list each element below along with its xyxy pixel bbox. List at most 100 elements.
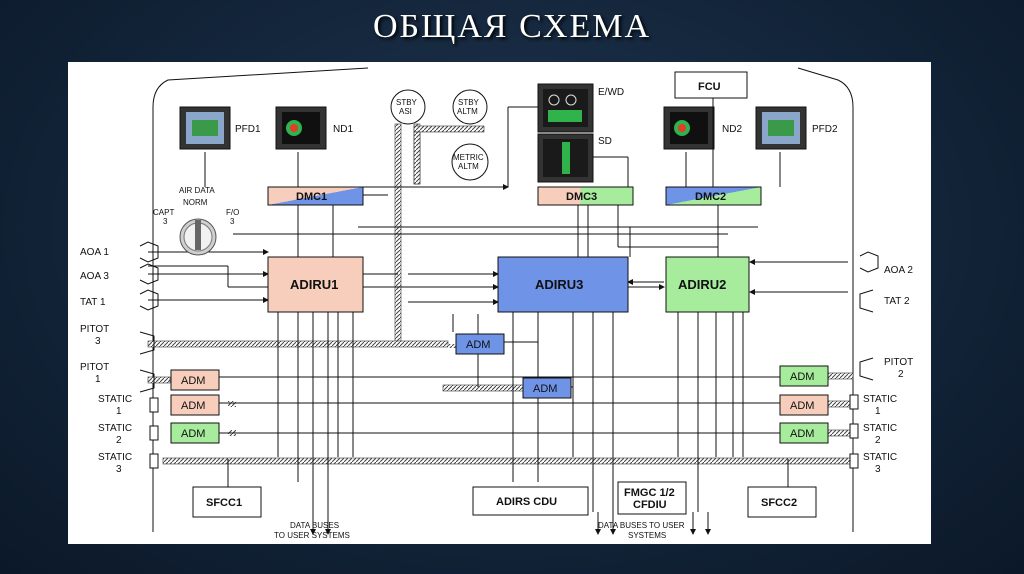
adm-static2-left: ADM	[170, 422, 220, 444]
adm-static2-left-label: ADM	[181, 428, 205, 440]
adm-static1-right: ADM	[779, 394, 829, 416]
diagram-panel: PFD1 ND1 ND2 PFD2 E/WD SD FCU	[68, 62, 931, 544]
tat1-label: TAT 1	[80, 297, 106, 308]
dmc2-box: DMC2	[665, 186, 762, 206]
stby-asi-label-1: STBY	[396, 98, 418, 107]
left-probes	[139, 241, 159, 469]
capt-label: CAPT	[153, 208, 174, 217]
static2-right-label-1: STATIC	[863, 423, 897, 434]
adm-center-2-label: ADM	[533, 383, 557, 395]
sd-display: SD	[537, 133, 612, 183]
pitot3-label-2: 3	[95, 336, 101, 347]
adm-center-1-label: ADM	[466, 339, 490, 351]
aircraft-outline-right	[797, 67, 854, 532]
fmgc-cfdiu-box: FMGC 1/2 CFDIU	[617, 481, 687, 515]
adiru2-box: ADIRU2	[665, 256, 750, 313]
data-buses-right-1: DATA BUSES TO USER	[598, 521, 685, 530]
air-data-label: AIR DATA	[179, 186, 215, 195]
adiru1-label: ADIRU1	[290, 277, 338, 292]
static1-right-label-2: 1	[875, 406, 881, 417]
pfd2-display: PFD2	[755, 106, 838, 150]
aoa3-label: AOA 3	[80, 271, 109, 282]
pitot2-label-1: PITOT	[884, 357, 913, 368]
dmc1-box: DMC1	[267, 186, 364, 206]
dmc3-box: DMC3	[537, 186, 634, 206]
nd2-label: ND2	[722, 124, 742, 135]
aoa2-label: AOA 2	[884, 265, 913, 276]
ewd-display: E/WD	[537, 83, 624, 133]
adirs-cdu-box: ADIRS CDU	[472, 486, 589, 516]
stby-altm-label-1: STBY	[458, 98, 480, 107]
static3-right-label-1: STATIC	[863, 452, 897, 463]
adm-pitot2-label: ADM	[790, 371, 814, 383]
pitot3-label-1: PITOT	[80, 324, 109, 335]
adiru1-box: ADIRU1	[267, 256, 364, 313]
dmc1-label: DMC1	[296, 191, 327, 203]
nd1-display: ND1	[275, 106, 353, 150]
static1-left-label-2: 1	[116, 406, 122, 417]
static1-right-label-1: STATIC	[863, 394, 897, 405]
dmc3-label: DMC3	[566, 191, 597, 203]
sfcc1-label: SFCC1	[206, 497, 242, 509]
adm-center-1: ADM	[455, 333, 505, 355]
static2-left-label-1: STATIC	[98, 423, 132, 434]
adm-static2-right-label: ADM	[790, 428, 814, 440]
metric-altm-label-2: ALTM	[458, 162, 479, 171]
dmc2-label: DMC2	[695, 191, 726, 203]
adm-static1-right-label: ADM	[790, 400, 814, 412]
aoa1-label: AOA 1	[80, 247, 109, 258]
sfcc2-box: SFCC2	[747, 486, 817, 518]
data-buses-left-1: DATA BUSES	[290, 521, 339, 530]
adm-pitot2: ADM	[779, 365, 829, 387]
sfcc1-box: SFCC1	[192, 486, 262, 518]
static3-left-label-1: STATIC	[98, 452, 132, 463]
air-data-system-diagram: PFD1 ND1 ND2 PFD2 E/WD SD FCU	[80, 67, 913, 540]
adm-pitot1: ADM	[170, 369, 220, 391]
data-buses-right-2: SYSTEMS	[628, 531, 666, 540]
stby-altm-label-2: ALTM	[457, 107, 478, 116]
adiru3-box: ADIRU3	[497, 256, 629, 313]
fcu-label: FCU	[698, 81, 721, 93]
pfd1-label: PFD1	[235, 124, 261, 135]
adiru2-label: ADIRU2	[678, 277, 726, 292]
metric-altm: METRIC ALTM	[451, 143, 489, 181]
static3-right-label-2: 3	[875, 464, 881, 475]
adm-static1-left: ADM	[170, 394, 220, 416]
static2-left-label-2: 2	[116, 435, 122, 446]
stby-asi-label-2: ASI	[399, 107, 412, 116]
static2-right-label-2: 2	[875, 435, 881, 446]
air-data-selector: AIR DATA NORM CAPT 3 F/O 3	[153, 186, 239, 256]
metric-altm-label-1: METRIC	[453, 153, 484, 162]
pfd2-label: PFD2	[812, 124, 838, 135]
norm-label: NORM	[183, 198, 208, 207]
stby-altm: STBY ALTM	[452, 89, 488, 125]
adirs-cdu-label: ADIRS CDU	[496, 496, 557, 508]
fmgc-label: FMGC 1/2	[624, 487, 675, 499]
aircraft-outline	[152, 67, 369, 532]
static3-left-label-2: 3	[116, 464, 122, 475]
nd2-display: ND2	[663, 106, 742, 150]
cfdiu-label: CFDIU	[633, 499, 667, 511]
signal-wiring	[148, 98, 848, 535]
sfcc2-label: SFCC2	[761, 497, 797, 509]
fo-label: F/O	[226, 208, 239, 217]
adm-static1-left-label: ADM	[181, 400, 205, 412]
adm-static2-right: ADM	[779, 422, 829, 444]
fo-num: 3	[230, 217, 235, 226]
adm-pitot1-label: ADM	[181, 375, 205, 387]
adm-center-2: ADM	[522, 377, 572, 399]
capt-num: 3	[163, 217, 168, 226]
fcu-box: FCU	[674, 71, 748, 99]
pitot2-label-2: 2	[898, 369, 904, 380]
data-buses-left-2: TO USER SYSTEMS	[274, 531, 350, 540]
stby-asi: STBY ASI	[390, 89, 426, 125]
pitot1-label-1: PITOT	[80, 362, 109, 373]
pfd1-display: PFD1	[179, 106, 261, 150]
adiru3-label: ADIRU3	[535, 277, 583, 292]
ewd-label: E/WD	[598, 87, 624, 98]
pitot1-label-2: 1	[95, 374, 101, 385]
right-probes	[849, 251, 879, 469]
static1-left-label-1: STATIC	[98, 394, 132, 405]
tat2-label: TAT 2	[884, 296, 910, 307]
slide-title: ОБЩАЯ СХЕМА	[372, 8, 651, 45]
